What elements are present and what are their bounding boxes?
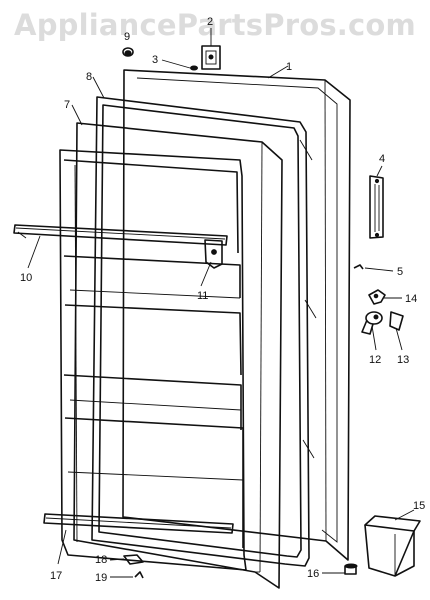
callout-10: 10 xyxy=(20,272,32,284)
callout-labels: 1 2 3 4 5 7 8 9 10 11 12 13 14 15 16 17 … xyxy=(20,16,425,584)
plug-button xyxy=(122,47,134,57)
clip xyxy=(123,554,144,565)
inner-door-liner xyxy=(73,122,283,589)
screw xyxy=(190,65,198,71)
latch xyxy=(361,311,383,335)
callout-5: 5 xyxy=(397,266,403,278)
bottom-trim-strip xyxy=(43,513,234,534)
callout-11: 11 xyxy=(197,290,208,302)
callout-18: 18 xyxy=(95,554,107,566)
small-part xyxy=(134,571,144,579)
door-stop-plate xyxy=(201,45,221,70)
callout-17: 17 xyxy=(50,570,62,582)
latch-spacer xyxy=(389,311,404,331)
door-gasket xyxy=(91,96,310,567)
outer-door-panel xyxy=(122,69,351,561)
callout-1: 1 xyxy=(286,61,292,73)
callout-7: 7 xyxy=(64,99,70,111)
callout-4: 4 xyxy=(379,153,385,165)
callout-9: 9 xyxy=(124,31,130,43)
handle-screw xyxy=(353,264,364,270)
callout-15: 15 xyxy=(413,500,425,512)
callout-2: 2 xyxy=(207,16,213,28)
callout-16: 16 xyxy=(307,568,319,580)
shelf-bar xyxy=(13,224,228,246)
callout-13: 13 xyxy=(397,354,409,366)
hinge-cover xyxy=(364,515,421,577)
callout-3: 3 xyxy=(152,54,158,66)
liner-shelf-frame xyxy=(59,149,247,571)
callout-8: 8 xyxy=(86,71,92,83)
watermark: AppliancePartsPros.com xyxy=(14,8,416,42)
callout-14: 14 xyxy=(405,293,417,305)
leader-lines xyxy=(27,28,415,578)
bar-bracket xyxy=(204,239,223,269)
callout-12: 12 xyxy=(369,354,381,366)
callout-19: 19 xyxy=(95,572,107,584)
door-handle xyxy=(369,175,384,239)
bumper xyxy=(344,563,358,575)
latch-strike xyxy=(368,289,386,305)
